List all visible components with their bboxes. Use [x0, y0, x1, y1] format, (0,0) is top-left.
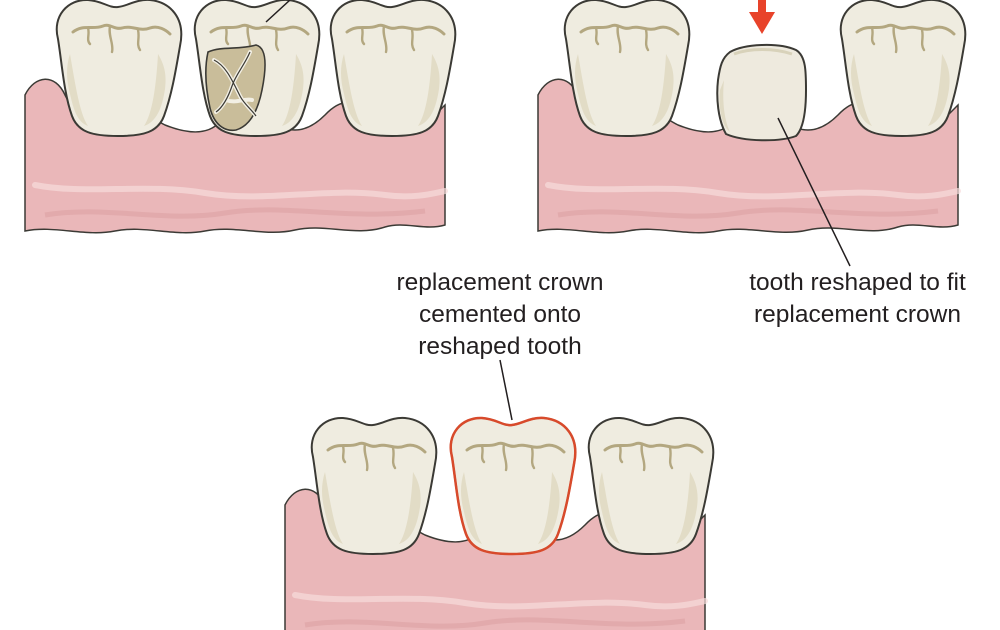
reshaped-tooth-label: tooth reshaped to fit replacement crown — [715, 267, 1000, 331]
decay-leader-line — [265, 0, 291, 23]
reshaped-label-line-2: replacement crown — [754, 301, 961, 328]
right-molar-right-panel — [839, 0, 967, 138]
right-molar-bottom-panel — [587, 416, 715, 556]
crown-leader-line — [499, 359, 513, 421]
reshaped-label-line-1: tooth reshaped to fit — [749, 269, 966, 296]
right-molar-left-panel — [329, 0, 457, 138]
reshaped-tooth-panel — [538, 0, 967, 267]
left-molar-right-panel — [563, 0, 691, 138]
crown-label-line-2: cemented onto — [418, 301, 582, 328]
crown-cemented-panel — [285, 359, 715, 630]
down-arrow-icon — [749, 0, 775, 34]
reshaped-leader-line — [777, 117, 851, 267]
decayed-tooth-panel — [25, 0, 457, 233]
crown-label-line-1: replacement crown — [396, 269, 604, 296]
left-molar — [55, 0, 183, 138]
crown-label-line-3: reshaped tooth — [418, 333, 582, 360]
decayed-molar — [193, 0, 321, 138]
replacement-crown-label: replacement crown cemented onto reshaped… — [340, 267, 660, 363]
left-molar-bottom-panel — [310, 416, 438, 556]
replacement-crown — [449, 416, 577, 556]
reshaped-tooth — [716, 43, 808, 142]
